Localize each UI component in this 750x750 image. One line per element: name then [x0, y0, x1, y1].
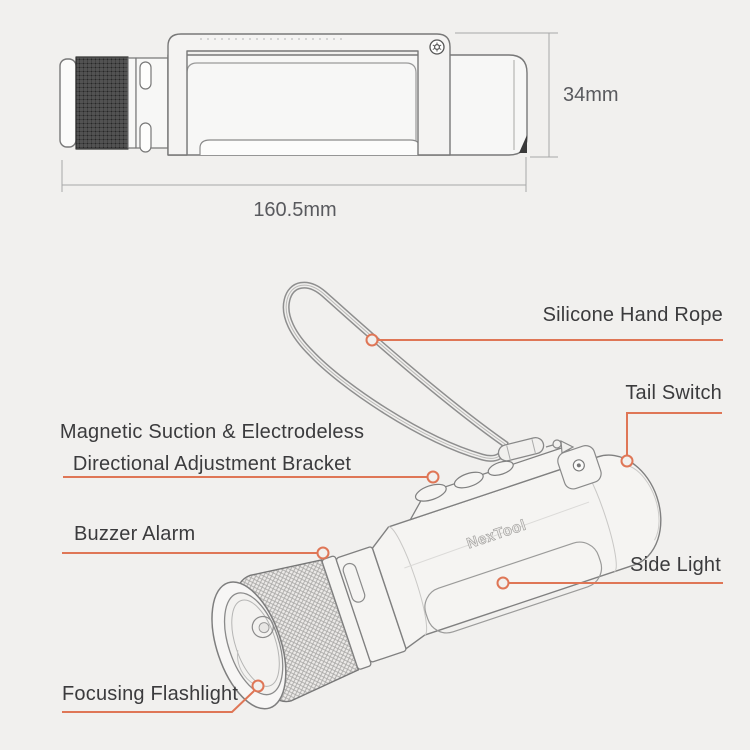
- hand-rope-label: Silicone Hand Rope: [542, 304, 723, 326]
- bracket-pad-1: [414, 483, 447, 502]
- marker-focusing: [251, 679, 265, 693]
- focusing-flashlight-label: Focusing Flashlight: [62, 683, 239, 705]
- side-light-window: [199, 139, 421, 155]
- vent-slot-bottom: [139, 122, 152, 153]
- bracket-label: Magnetic Suction & Electrodeless Directi…: [58, 416, 366, 480]
- rope-clasp: [497, 436, 575, 462]
- bracket-label-line2: Directional Adjustment Bracket: [72, 453, 352, 475]
- dimension-length: [61, 157, 527, 192]
- tail-notch: [519, 135, 527, 153]
- marker-tail-switch: [620, 454, 634, 468]
- bracket-pad-2: [453, 471, 484, 489]
- led-reflector: [251, 615, 274, 639]
- marker-hand-rope: [365, 333, 379, 347]
- top-view-drawing: [59, 32, 558, 192]
- dimension-height: [455, 32, 558, 158]
- marker-bracket: [426, 470, 440, 484]
- marker-side-light: [496, 576, 510, 590]
- bracket-label-line1: Magnetic Suction & Electrodeless: [59, 421, 365, 443]
- lens-inner: [231, 599, 280, 687]
- indicator-slot: [342, 562, 366, 603]
- callout-leaders: [62, 333, 723, 713]
- flashlight-3d-drawing: NexTool: [211, 445, 662, 710]
- bracket-handle: [167, 33, 451, 156]
- leader-focusing: [62, 690, 255, 713]
- head-bezel: [59, 58, 77, 148]
- vent-slot-top: [139, 61, 152, 90]
- marker-buzzer: [316, 546, 330, 560]
- length-dimension-label: 160.5mm: [253, 199, 337, 221]
- tail-switch-label: Tail Switch: [625, 382, 722, 404]
- torx-screw-icon: [429, 39, 445, 55]
- bracket-pad-3: [487, 460, 514, 476]
- leader-tail-switch: [626, 412, 722, 455]
- body-silhouette: [371, 454, 662, 650]
- buzzer-alarm-label: Buzzer Alarm: [74, 523, 196, 545]
- knurled-focus-ring: [75, 56, 129, 150]
- led-emitter: [258, 622, 270, 634]
- rope-hook: [560, 439, 575, 454]
- hinge-screw-icon: [572, 459, 585, 472]
- height-dimension-label: 34mm: [563, 84, 619, 106]
- side-light-panel: [424, 541, 603, 634]
- side-light-label: Side Light: [630, 554, 721, 576]
